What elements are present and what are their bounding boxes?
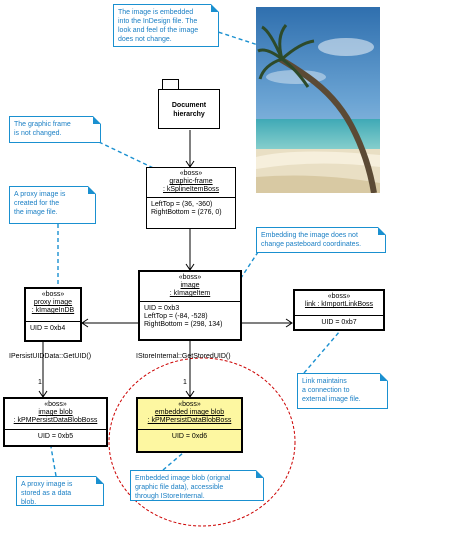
box-name: image blob — [38, 409, 73, 416]
istore-label: IStoreInternal::GetStoredUID() — [136, 353, 231, 360]
embedded-image-blob-box: «boss» embedded image blob : kPMPersistD… — [136, 397, 243, 453]
box-name: proxy image — [33, 299, 73, 306]
box-type: : kSplineItemBoss — [162, 186, 220, 193]
box-type: : kImageItem — [169, 290, 211, 297]
note-embedded-blob: Embedded image blob (orignal graphic fil… — [130, 470, 264, 501]
box-type: : kImageInDB — [31, 307, 75, 314]
association-lines — [38, 130, 293, 398]
multiplicity-left: 1 — [38, 379, 42, 386]
note-proxy-created: A proxy image is created for the the ima… — [9, 186, 96, 224]
stereotype: «boss» — [44, 401, 67, 408]
note-embedded: The image is embedded into the InDesign … — [113, 4, 219, 47]
stereotype: «boss» — [178, 401, 201, 408]
image-box: «boss» image : kImageItem UID = 0xb3 Lef… — [138, 270, 242, 341]
stereotype: «boss» — [178, 274, 202, 281]
box-name: embedded image blob — [154, 409, 225, 416]
document-hierarchy-package: Document hierarchy — [158, 89, 220, 129]
box-name: graphic-frame — [169, 178, 213, 185]
ipersist-label: IPersistUIDData::GetUID() — [9, 353, 92, 360]
note-frame: The graphic frame is not changed. — [9, 116, 101, 143]
package-tab — [162, 79, 179, 89]
proxy-image-box: «boss» proxy image : kImageInDB UID = 0x… — [24, 287, 82, 342]
graphic-frame-box: «boss» graphic-frame : kSplineItemBoss L… — [146, 167, 236, 229]
note-link: Link maintains a connection to external … — [297, 373, 388, 409]
stereotype: «boss» — [41, 291, 65, 298]
stereotype: «boss» — [179, 170, 203, 177]
box-attributes: UID = 0xd6 — [171, 433, 208, 440]
box-attributes: UID = 0xb4 — [30, 325, 66, 332]
box-type: : kPMPersistDataBlobBoss — [13, 417, 98, 424]
beach-palm-image — [256, 7, 380, 193]
note-pasteboard: Embedding the image does not change past… — [256, 227, 386, 253]
highlight-circle — [108, 357, 296, 527]
box-type: : kPMPersistDataBlobBoss — [147, 417, 232, 424]
box-attributes: UID = 0xb3 LeftTop = (-84, -528) RightBo… — [144, 305, 223, 328]
box-attributes: LeftTop = (36, -360) RightBottom = (276,… — [151, 201, 222, 216]
image-blob-box: «boss» image blob : kPMPersistDataBlobBo… — [3, 397, 108, 447]
note-proxy-blob: A proxy image is stored as a data blob. — [16, 476, 104, 506]
multiplicity-right: 1 — [183, 379, 187, 386]
stereotype: «boss» — [327, 293, 351, 300]
box-attributes: UID = 0xb7 — [321, 319, 357, 326]
box-name: image — [180, 282, 200, 289]
box-attributes: UID = 0xb5 — [37, 433, 74, 440]
box-name: link : kImportLinkBoss — [304, 301, 374, 308]
link-box: «boss» link : kImportLinkBoss UID = 0xb7 — [293, 289, 385, 331]
